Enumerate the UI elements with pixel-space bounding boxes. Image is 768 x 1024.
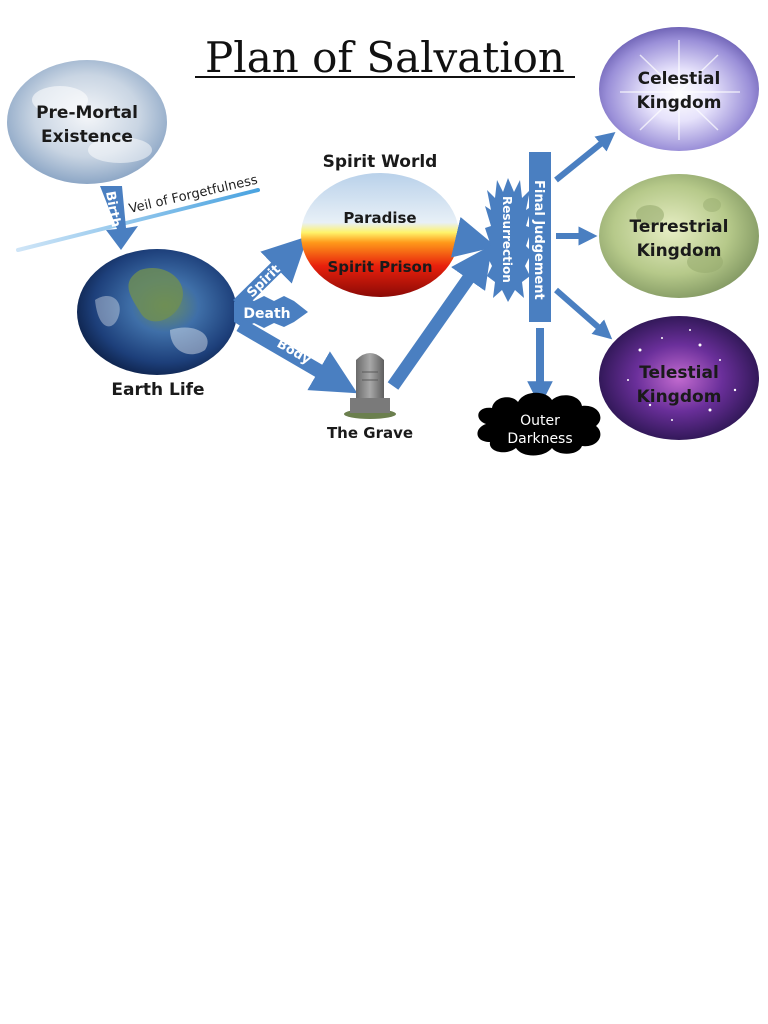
spirit-prison-label: Spirit Prison (327, 258, 432, 276)
spirit-world-node: Paradise Spirit Prison (301, 173, 459, 297)
celestial-label-2: Kingdom (637, 93, 722, 113)
celestial-label-1: Celestial (638, 69, 721, 89)
grave-label: The Grave (327, 424, 413, 442)
resurrection-label: Resurrection (500, 196, 514, 283)
plan-of-salvation-diagram: Plan of Salvation Veil of Forgetfulness … (0, 0, 768, 470)
death-burst: Death (234, 296, 308, 328)
grave-node (344, 353, 396, 419)
earth-node (77, 249, 237, 375)
pre-mortal-node: Pre-Mortal Existence (7, 60, 167, 184)
arrow-to-telestial (554, 287, 613, 340)
telestial-label-2: Kingdom (637, 387, 722, 407)
resurrection-burst: Resurrection (485, 178, 532, 302)
paradise-label: Paradise (343, 209, 416, 227)
outer-darkness-label-1: Outer (520, 413, 560, 429)
terrestrial-kingdom-node: Terrestrial Kingdom (599, 174, 759, 298)
final-judgement-bar: Final Judgement (529, 152, 551, 322)
pre-mortal-label-1: Pre-Mortal (36, 103, 138, 123)
death-label: Death (243, 306, 290, 322)
terrestrial-label-2: Kingdom (637, 241, 722, 261)
spirit-world-to-resurrection-arrow (450, 216, 497, 258)
celestial-kingdom-node: Celestial Kingdom (599, 27, 759, 151)
grave-to-resurrection-arrow (387, 244, 492, 390)
arrow-to-celestial (554, 131, 616, 183)
spirit-world-label: Spirit World (323, 152, 438, 172)
earth-life-label: Earth Life (111, 380, 204, 400)
outer-darkness-node: Outer Darkness (477, 392, 601, 456)
telestial-label-1: Telestial (639, 363, 719, 383)
page-title: Plan of Salvation (205, 33, 565, 82)
birth-arrow: Birth (100, 186, 138, 250)
spirit-label: Spirit (244, 262, 283, 301)
terrestrial-label-1: Terrestrial (630, 217, 729, 237)
body-arrow: Body (236, 318, 358, 394)
pre-mortal-label-2: Existence (41, 127, 133, 147)
outer-darkness-label-2: Darkness (507, 431, 572, 447)
telestial-kingdom-node: Telestial Kingdom (599, 316, 759, 440)
final-judgement-label: Final Judgement (531, 180, 546, 300)
birth-label: Birth (102, 190, 123, 228)
veil-line (16, 188, 260, 252)
